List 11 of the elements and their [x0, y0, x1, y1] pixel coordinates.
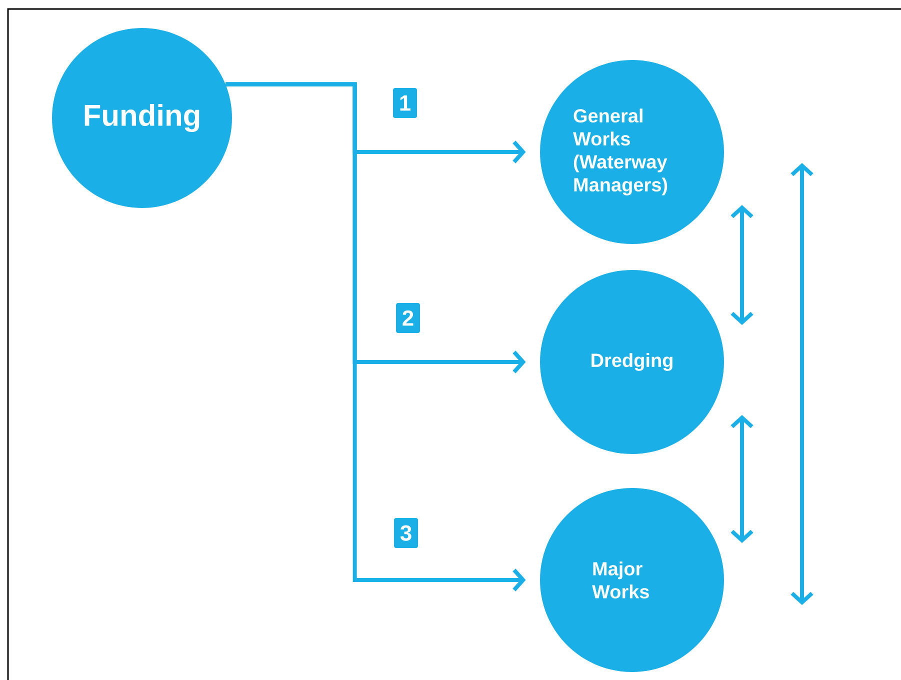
circle-node: Funding	[52, 28, 232, 208]
circle-node: Major Works	[540, 488, 724, 672]
number-badge: 2	[396, 303, 420, 333]
branch-arrow	[226, 82, 526, 592]
circle-node: General Works (Waterway Managers)	[540, 60, 724, 244]
number-badge: 1	[393, 88, 417, 118]
double-arrow	[730, 205, 754, 325]
double-arrow	[730, 415, 754, 543]
circle-node: Dredging	[540, 270, 724, 454]
double-arrow	[790, 163, 814, 605]
number-badge: 3	[394, 518, 418, 548]
